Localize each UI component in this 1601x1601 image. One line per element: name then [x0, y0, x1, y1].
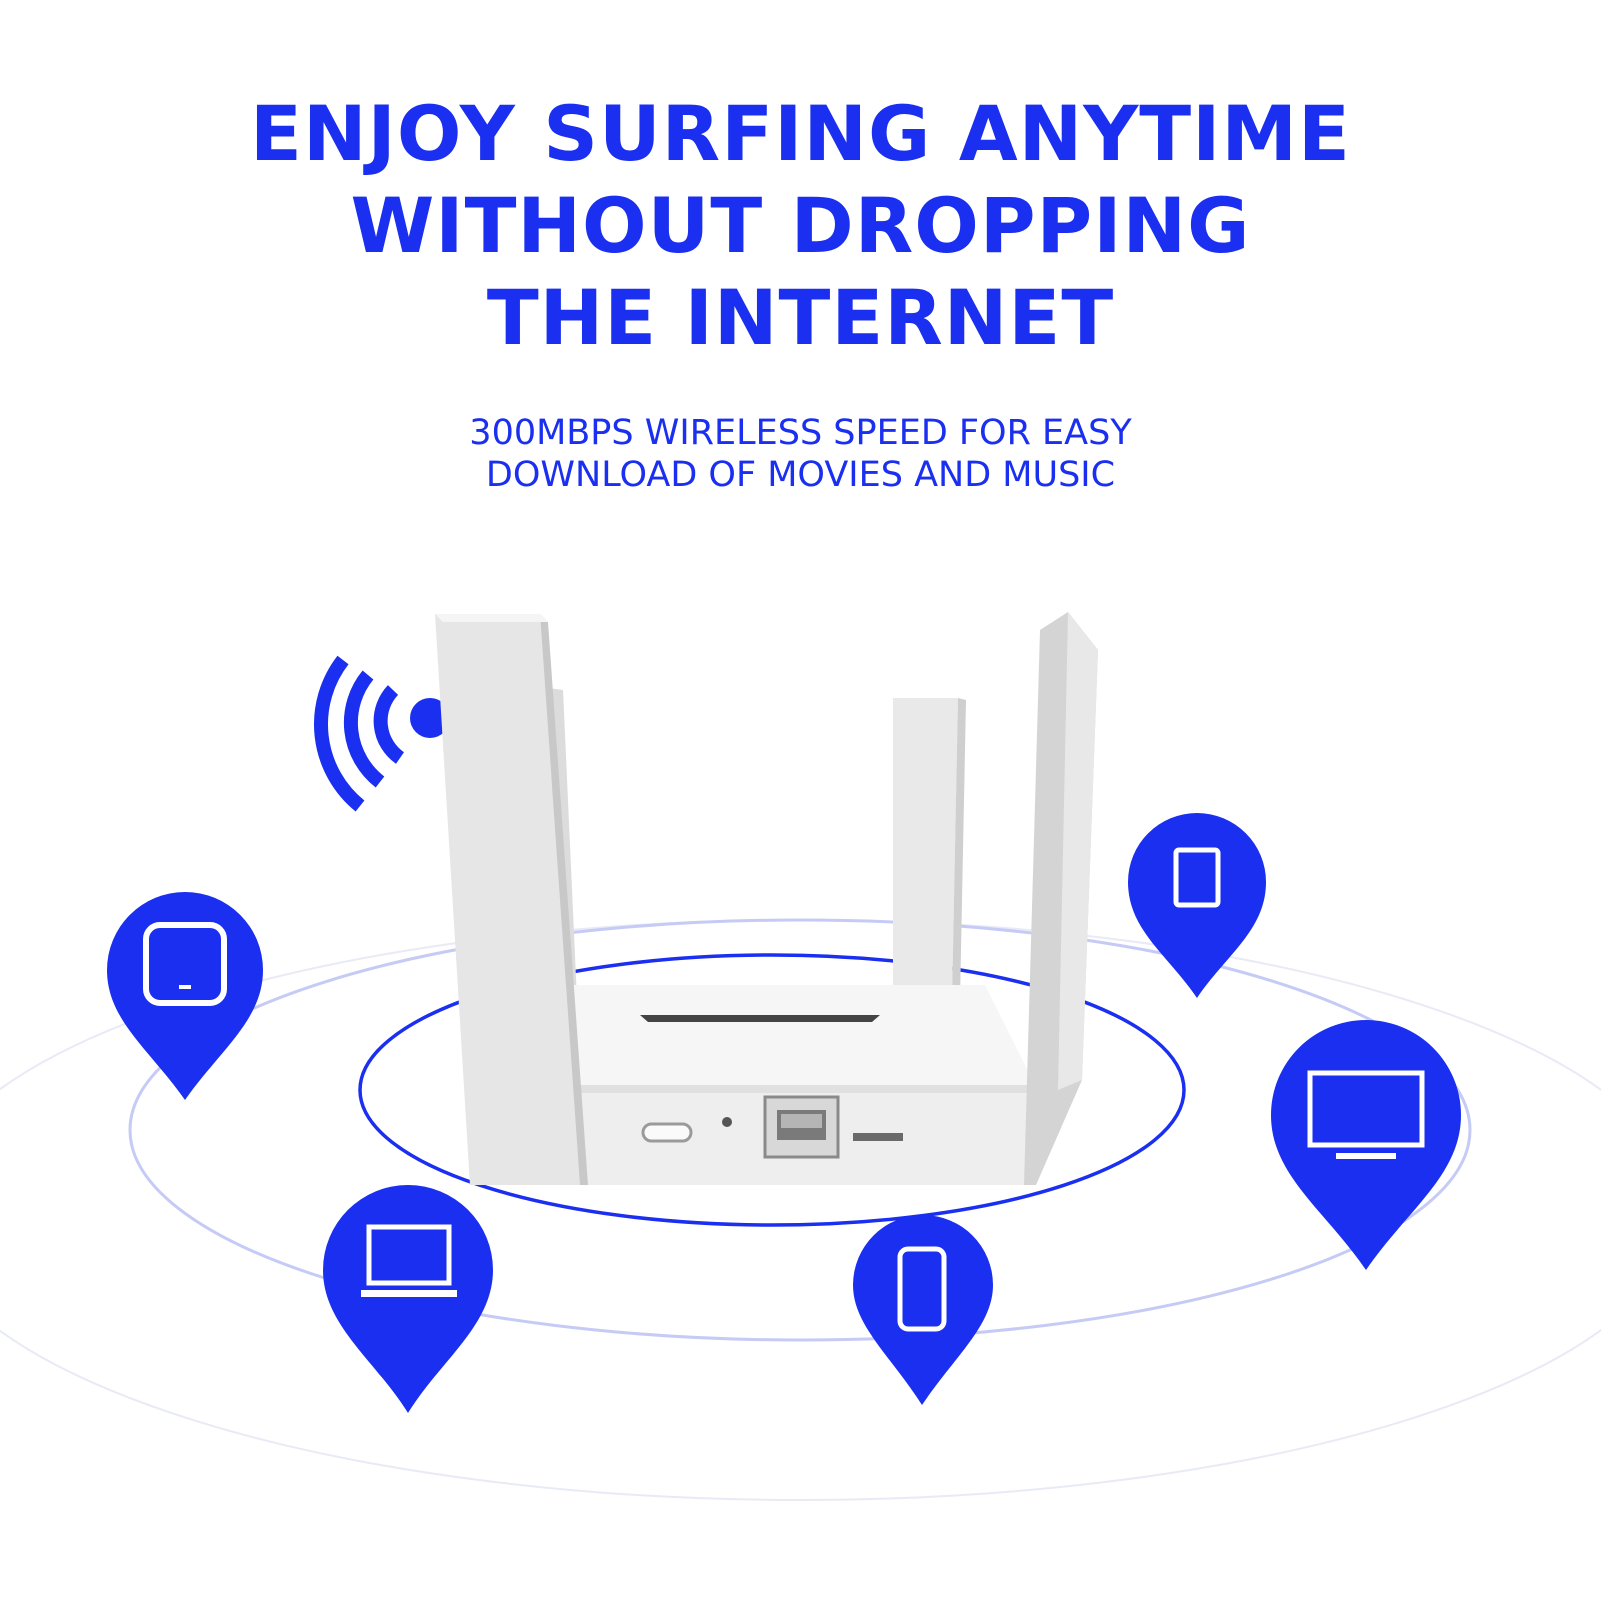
reset-hole [722, 1117, 732, 1127]
middle-ring [128, 918, 1472, 1342]
headline-line-1: ENJOY SURFING ANYTIME [250, 89, 1351, 178]
smartphone-pin-icon [853, 1215, 993, 1405]
sim-slot [853, 1133, 903, 1141]
usb-c-port [641, 1122, 693, 1143]
tablet-pin-icon [1128, 813, 1266, 998]
tv-monitor-pin-icon [1271, 1020, 1461, 1270]
coverage-rings [0, 918, 1601, 1501]
subheadline-line-2: DOWNLOAD OF MOVIES AND MUSIC [485, 455, 1116, 495]
laptop-pin-icon [323, 1185, 493, 1413]
headline: ENJOY SURFING ANYTIME WITHOUT DROPPING T… [0, 88, 1601, 364]
router-image [435, 612, 1098, 1185]
wifi-signal-icon [314, 655, 450, 812]
headline-line-2: WITHOUT DROPPING [350, 181, 1251, 270]
subheadline-line-1: 300MBPS WIRELESS SPEED FOR EASY [469, 413, 1132, 453]
inner-ring [358, 953, 1186, 1227]
headline-line-3: THE INTERNET [486, 273, 1115, 362]
subheadline: 300MBPS WIRELESS SPEED FOR EASY DOWNLOAD… [0, 412, 1601, 496]
smart-speaker-pin-icon [107, 892, 263, 1100]
